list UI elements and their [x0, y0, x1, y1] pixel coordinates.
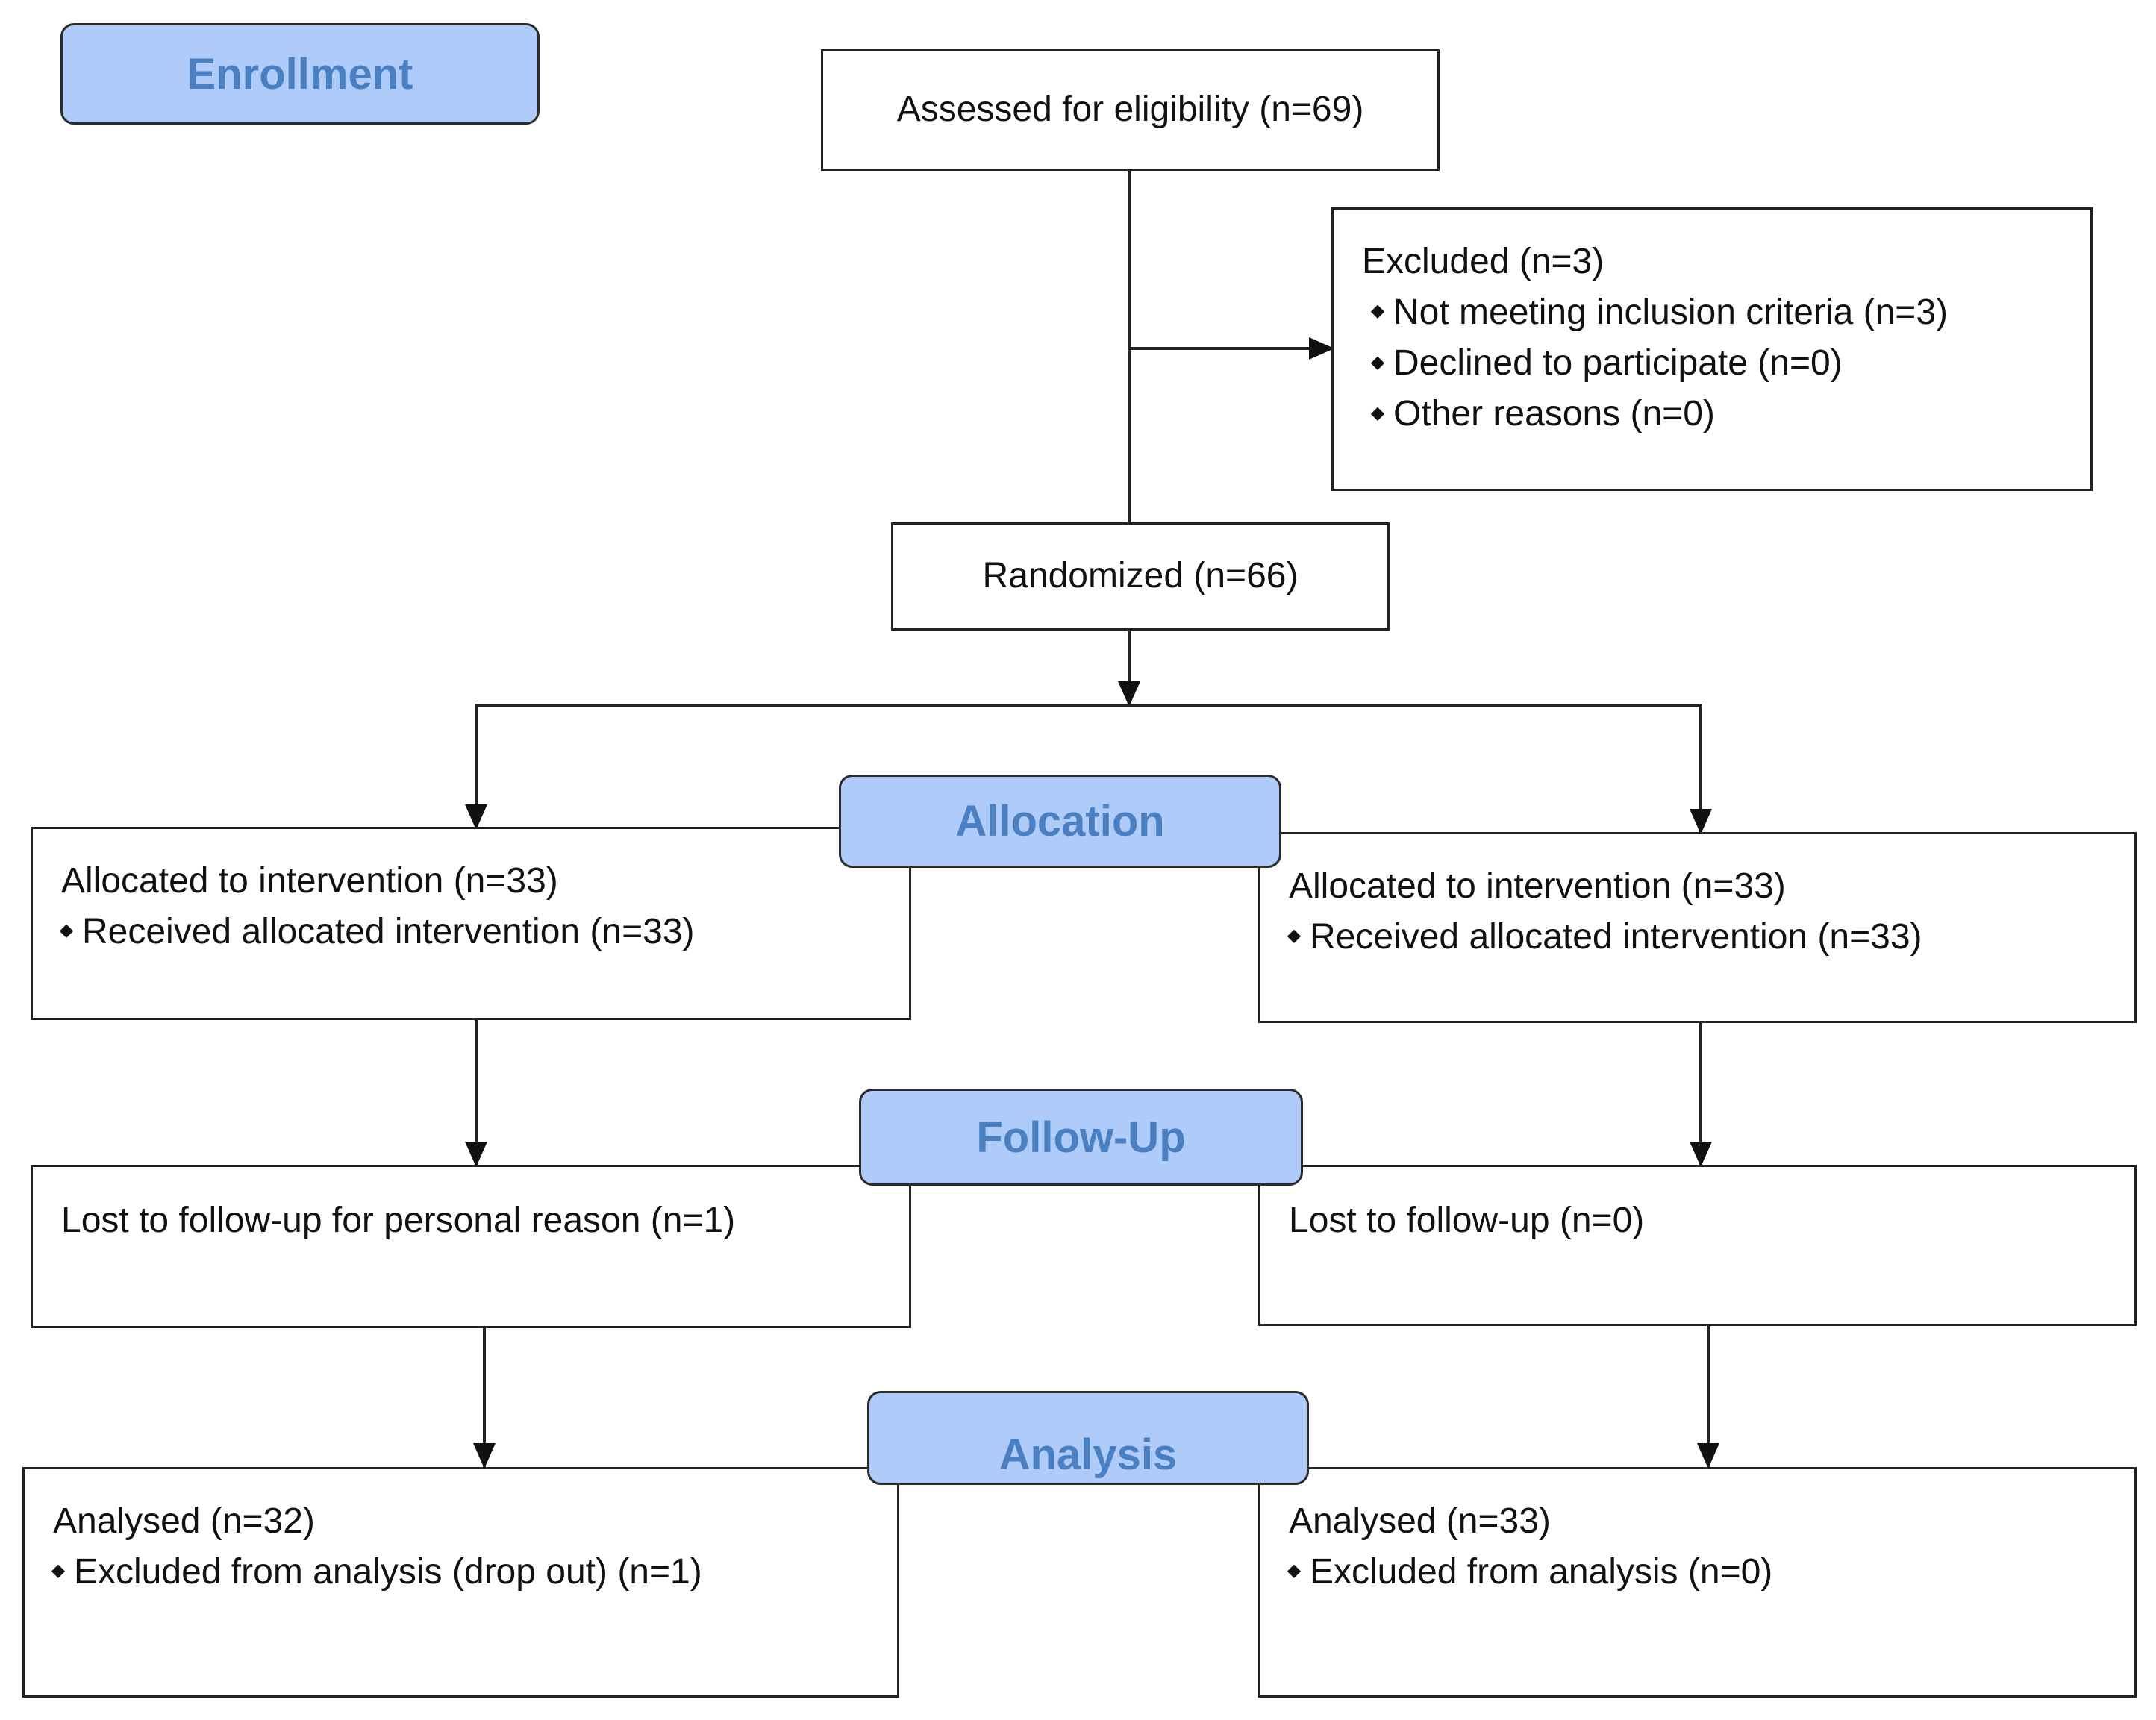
allocation-left-item: Received allocated intervention (n=33) — [51, 907, 909, 957]
analysis-right-box: Analysed (n=33) Excluded from analysis (… — [1258, 1467, 2137, 1698]
stage-follow-up: Follow-Up — [859, 1089, 1303, 1186]
excluded-item: Other reasons (n=0) — [1362, 389, 2090, 440]
assessed-box: Assessed for eligibility (n=69) — [821, 49, 1440, 171]
stage-enrollment-label: Enrollment — [187, 49, 413, 98]
excluded-item: Not meeting inclusion criteria (n=3) — [1362, 287, 2090, 338]
analysis-right-title: Analysed (n=33) — [1289, 1501, 1551, 1541]
followup-right-box: Lost to follow-up (n=0) — [1258, 1165, 2137, 1326]
excluded-item: Declined to participate (n=0) — [1362, 338, 2090, 389]
followup-left-text: Lost to follow-up for personal reason (n… — [61, 1201, 736, 1240]
analysis-right-item: Excluded from analysis (n=0) — [1278, 1547, 2134, 1598]
followup-left-box: Lost to follow-up for personal reason (n… — [31, 1165, 911, 1328]
allocation-right-title: Allocated to intervention (n=33) — [1289, 866, 1786, 906]
allocation-left-title: Allocated to intervention (n=33) — [61, 861, 558, 901]
randomized-box: Randomized (n=66) — [891, 522, 1390, 631]
stage-analysis-label: Analysis — [999, 1430, 1178, 1479]
allocation-right-item: Received allocated intervention (n=33) — [1278, 912, 2134, 963]
randomized-text: Randomized (n=66) — [982, 556, 1299, 596]
stage-enrollment: Enrollment — [60, 23, 540, 125]
analysis-left-item: Excluded from analysis (drop out) (n=1) — [43, 1547, 897, 1598]
allocation-left-box: Allocated to intervention (n=33) Receive… — [31, 827, 911, 1020]
stage-allocation-label: Allocation — [955, 797, 1165, 845]
connector-split — [475, 704, 1702, 827]
stage-follow-up-label: Follow-Up — [976, 1113, 1186, 1162]
excluded-title: Excluded (n=3) — [1362, 242, 1604, 281]
excluded-box: Excluded (n=3) Not meeting inclusion cri… — [1331, 207, 2093, 491]
stage-analysis: Analysis — [867, 1391, 1309, 1485]
assessed-text: Assessed for eligibility (n=69) — [896, 90, 1364, 130]
followup-right-text: Lost to follow-up (n=0) — [1289, 1201, 1645, 1240]
analysis-left-title: Analysed (n=32) — [53, 1501, 315, 1541]
analysis-left-box: Analysed (n=32) Excluded from analysis (… — [22, 1467, 899, 1698]
stage-allocation: Allocation — [839, 775, 1281, 868]
allocation-right-box: Allocated to intervention (n=33) Receive… — [1258, 832, 2137, 1023]
